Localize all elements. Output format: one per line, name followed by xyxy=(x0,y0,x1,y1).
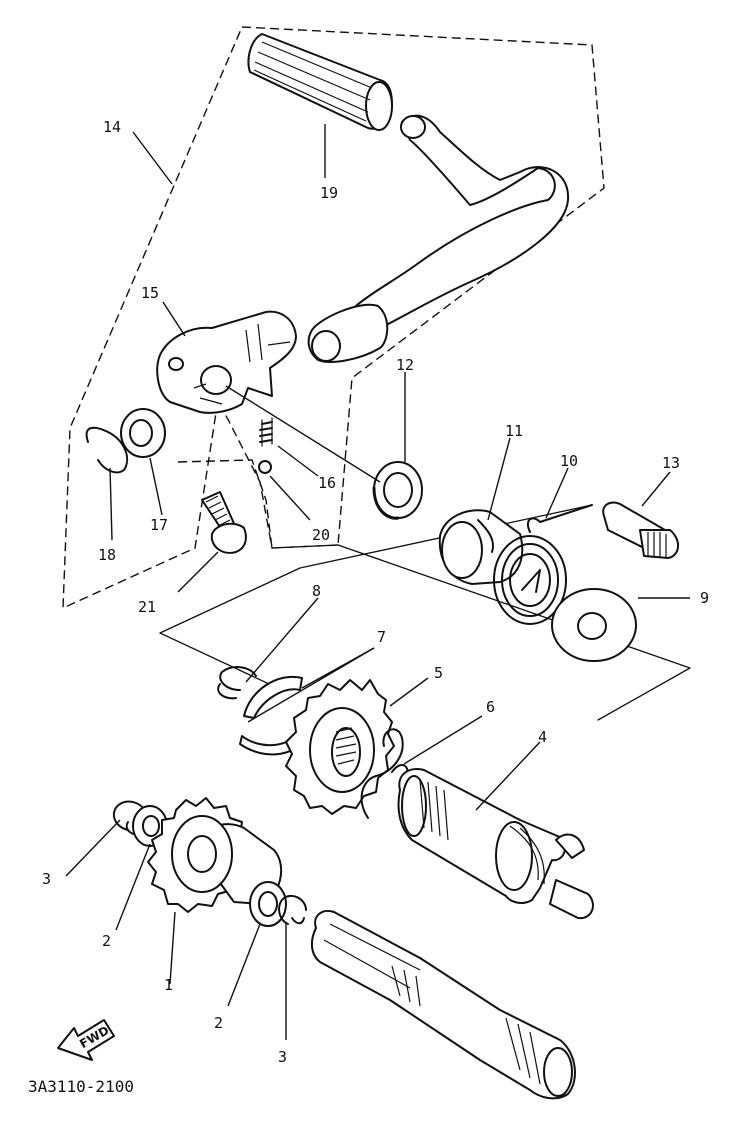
label-9: 9 xyxy=(700,589,709,607)
label-11: 11 xyxy=(505,422,523,440)
label-4: 4 xyxy=(538,728,547,746)
kick-lever-assembly-outline xyxy=(62,26,605,610)
label-13: 13 xyxy=(662,454,680,472)
label-3-upper: 3 xyxy=(42,870,51,888)
spring-16 xyxy=(259,417,273,447)
label-15: 15 xyxy=(141,284,159,302)
label-5: 5 xyxy=(434,664,443,682)
label-16: 16 xyxy=(318,474,336,492)
label-14: 14 xyxy=(103,118,121,136)
washer-2-lower xyxy=(249,881,287,927)
label-20: 20 xyxy=(312,526,330,544)
circlip-3-lower xyxy=(278,894,307,925)
bolt-21 xyxy=(201,491,247,554)
fwd-arrow-icon: FWD xyxy=(57,1019,115,1061)
grip-19 xyxy=(247,33,393,131)
label-7: 7 xyxy=(377,628,386,646)
kick-boss-15 xyxy=(156,310,297,414)
label-17: 17 xyxy=(150,516,168,534)
label-2-lower: 2 xyxy=(214,1014,223,1032)
kick-crank-lever xyxy=(307,114,570,363)
label-21: 21 xyxy=(138,598,156,616)
kick-axle-4 xyxy=(397,768,594,920)
spring-guide-11 xyxy=(438,509,524,585)
circlip-8 xyxy=(217,666,257,700)
reference-code: 3A3110-2100 xyxy=(28,1077,134,1096)
leader-lines xyxy=(65,124,690,1040)
label-8: 8 xyxy=(312,582,321,600)
label-1: 1 xyxy=(164,976,173,994)
label-6: 6 xyxy=(486,698,495,716)
main-axle xyxy=(310,910,576,1100)
kick-pin-13 xyxy=(602,501,679,559)
torsion-spring-10 xyxy=(493,504,593,625)
bolt-ball-group-outline xyxy=(177,459,339,549)
label-18: 18 xyxy=(98,546,116,564)
label-2-upper: 2 xyxy=(102,932,111,950)
label-3-lower: 3 xyxy=(278,1048,287,1066)
ball-20 xyxy=(258,460,272,474)
part-number-labels: 14 19 15 12 11 10 13 16 20 17 18 21 8 9 … xyxy=(42,118,709,1066)
label-12: 12 xyxy=(396,356,414,374)
oil-seal-12 xyxy=(372,461,423,520)
ratchet-wheel-5 xyxy=(285,679,395,815)
label-19: 19 xyxy=(320,184,338,202)
washer-17 xyxy=(120,408,166,458)
washer-9 xyxy=(551,588,637,662)
label-10: 10 xyxy=(560,452,578,470)
